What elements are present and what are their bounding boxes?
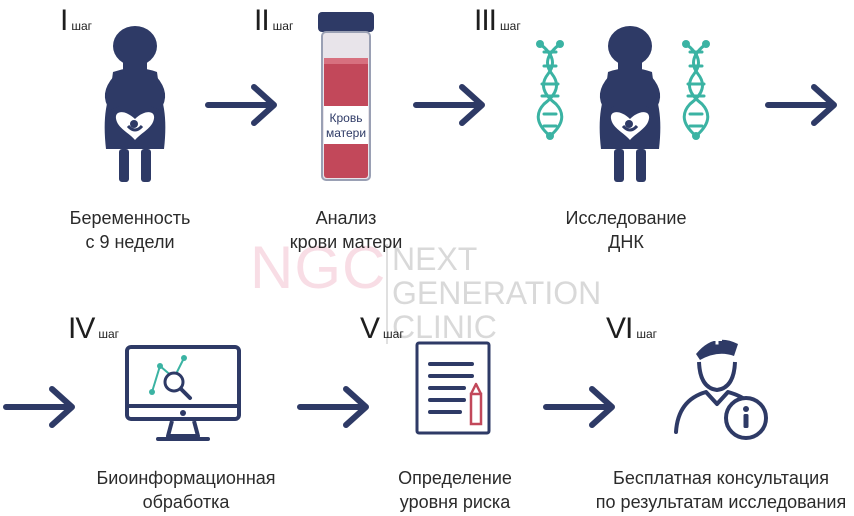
arrow-right-icon — [205, 84, 277, 126]
watermark-divider — [386, 244, 388, 344]
arrow-right-icon — [413, 84, 485, 126]
monitor-analysis-icon — [125, 345, 241, 441]
tube-label-line-2: матери — [326, 126, 366, 140]
ngc-watermark: NGC NEXT GENERATION CLINIC — [250, 234, 601, 346]
arrow-right-icon — [297, 386, 369, 428]
pregnant-woman-icon — [104, 26, 166, 182]
watermark-line-1: NEXT — [392, 241, 478, 277]
doctor-info-icon — [674, 334, 768, 440]
arrow-right-icon — [3, 386, 75, 428]
arrow-right-icon — [543, 386, 615, 428]
dna-pregnant-icon — [536, 26, 710, 182]
watermark-logo: NGC — [250, 234, 387, 301]
tube-label-line-1: Кровь — [330, 111, 363, 125]
watermark-text: NEXT GENERATION CLINIC — [392, 242, 601, 344]
arrow-right-icon — [765, 84, 837, 126]
blood-tube-icon: Кровь матери — [318, 12, 374, 181]
watermark-line-2: GENERATION — [392, 275, 602, 311]
watermark-line-3: CLINIC — [392, 309, 497, 345]
report-document-icon — [415, 341, 491, 435]
